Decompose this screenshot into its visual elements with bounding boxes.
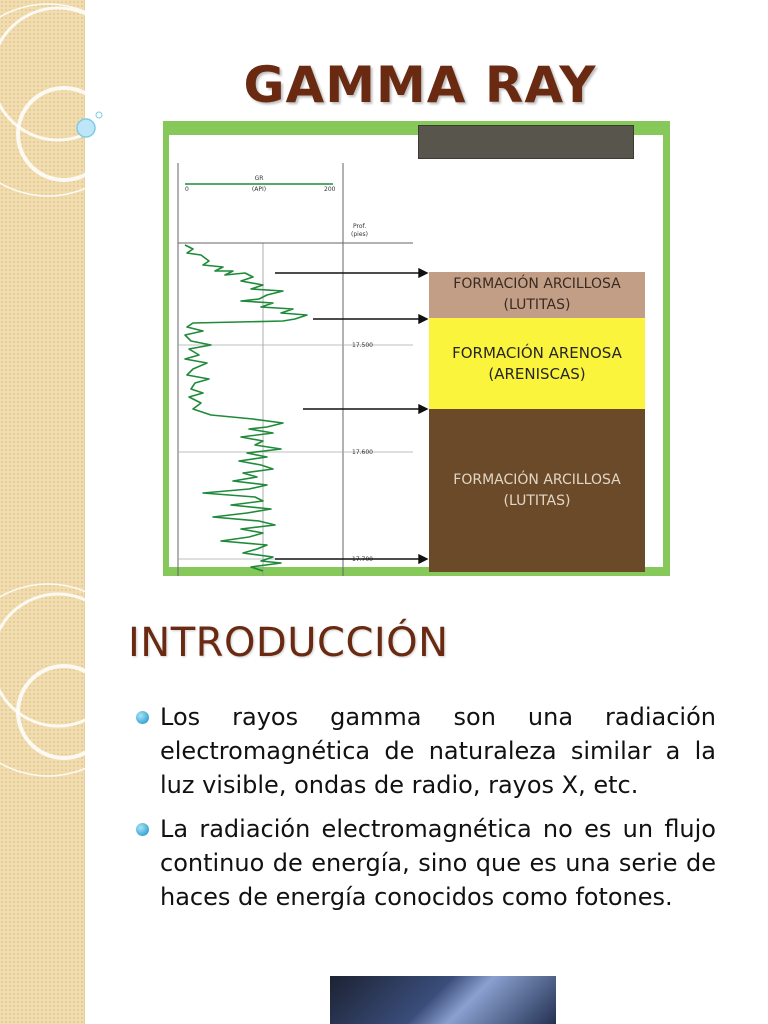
formation-name: FORMACIÓN ARCILLOSA <box>453 471 621 488</box>
bullet-text: La radiación electromagnética no es un f… <box>160 815 716 911</box>
decorative-sidebar <box>0 0 85 1024</box>
formation-name: FORMACIÓN ARENOSA <box>452 343 622 362</box>
log-track: GR (API) 0 200 Prof. (pies) 17.500 17.60… <box>177 163 429 576</box>
photon-image <box>330 976 556 1024</box>
gr-label: GR <box>255 175 264 182</box>
slide-title: GAMMA RAY <box>243 56 597 114</box>
formation-arrows <box>275 267 429 565</box>
depth-header: Prof. <box>353 223 366 230</box>
scale-max-label: 200 <box>324 186 336 193</box>
bullet-icon <box>136 823 149 836</box>
bullet-icon <box>136 711 149 724</box>
formation-type: (ARENISCAS) <box>488 364 586 383</box>
figure-header-tab <box>418 125 634 159</box>
scale-min-label: 0 <box>185 186 189 193</box>
depth-label: 17.600 <box>352 449 373 456</box>
formation-type: (LUTITAS) <box>503 297 571 313</box>
bullet-list: Los rayos gamma son una radiación electr… <box>136 700 716 924</box>
depth-unit: (pies) <box>351 231 368 238</box>
formation-name: FORMACIÓN ARCILLOSA <box>453 276 621 292</box>
formation-sand: FORMACIÓN ARENOSA (ARENISCAS) <box>429 318 645 409</box>
gr-log-curve <box>184 244 308 572</box>
formation-clay-bottom: FORMACIÓN ARCILLOSA (LUTITAS) <box>429 409 645 572</box>
section-title: INTRODUCCIÓN <box>128 620 449 666</box>
depth-label: 17.500 <box>352 342 373 349</box>
api-label: (API) <box>252 186 266 193</box>
bullet-item: Los rayos gamma son una radiación electr… <box>136 700 716 802</box>
formation-type: (LUTITAS) <box>503 492 571 509</box>
bullet-text: Los rayos gamma son una radiación electr… <box>160 703 716 799</box>
formation-clay-top: FORMACIÓN ARCILLOSA (LUTITAS) <box>429 272 645 318</box>
bullet-item: La radiación electromagnética no es un f… <box>136 812 716 914</box>
